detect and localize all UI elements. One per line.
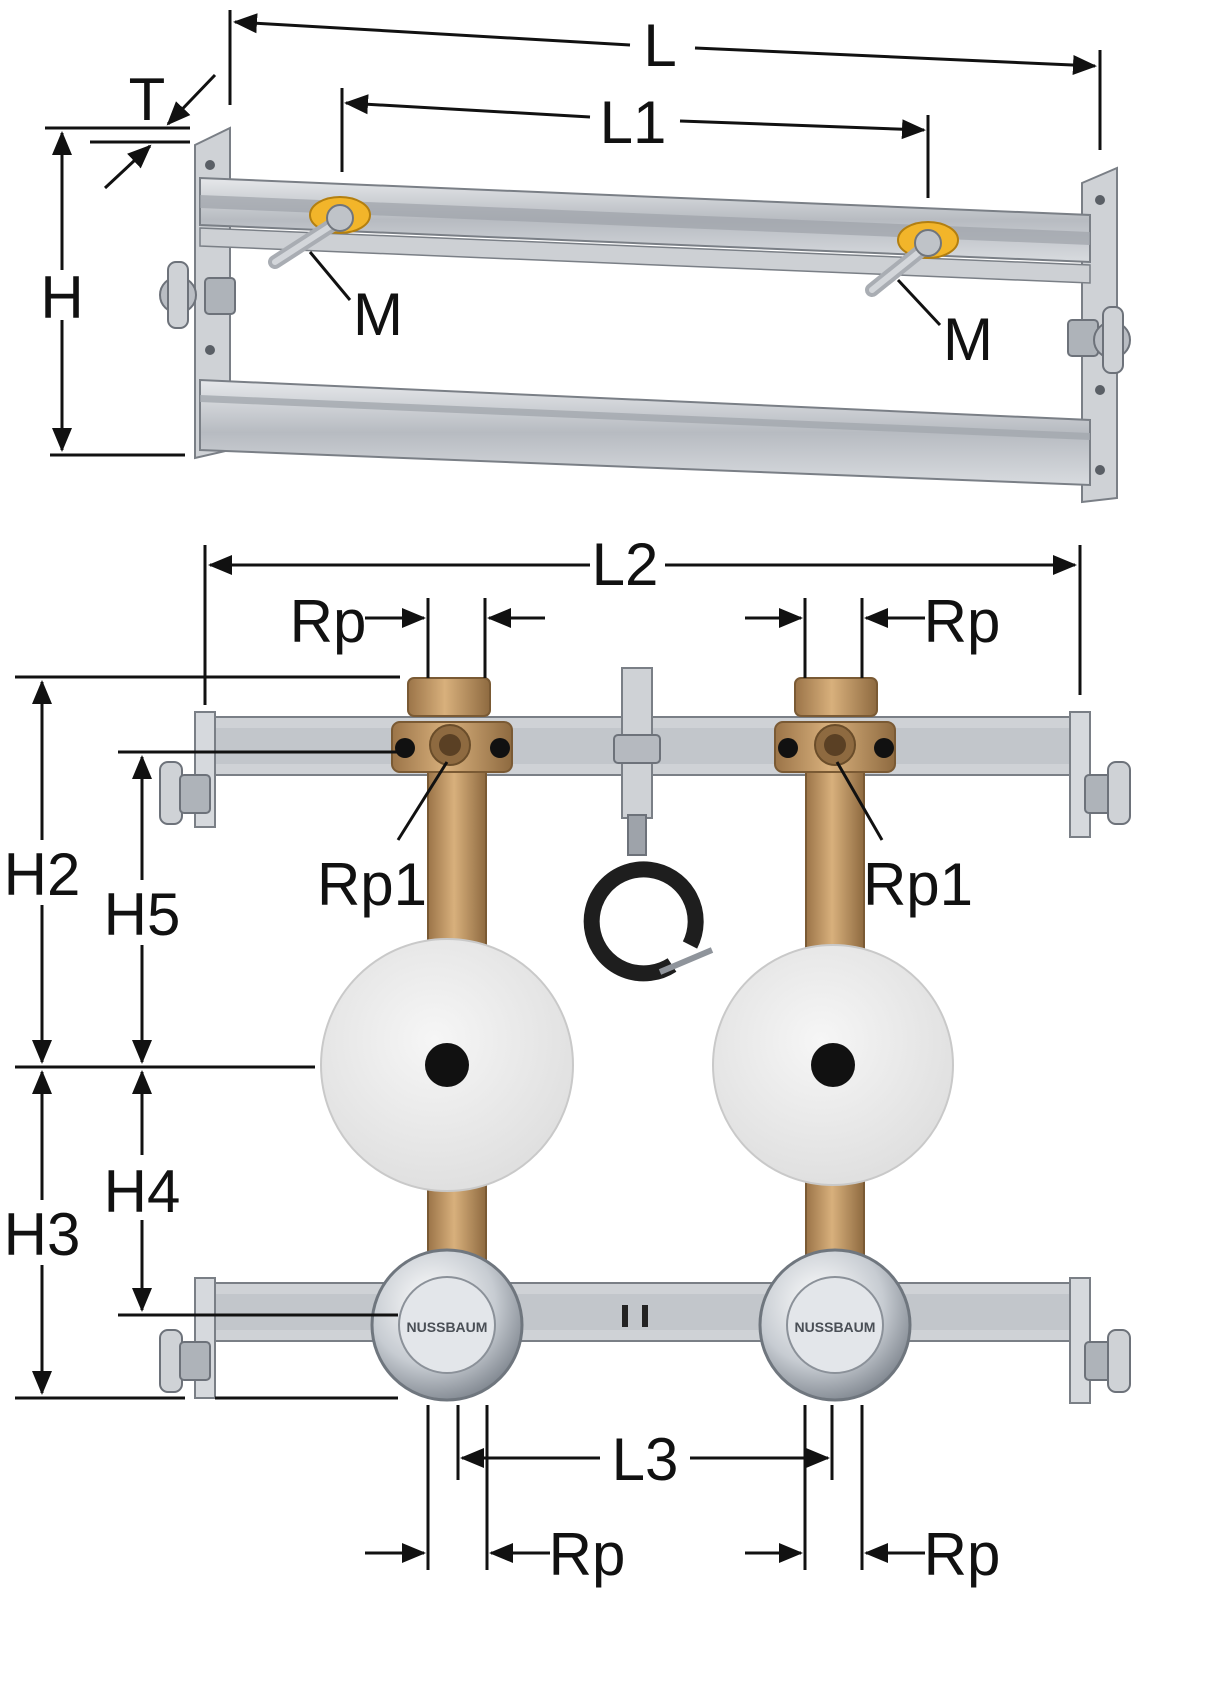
dim-H: H bbox=[40, 131, 185, 457]
label-T: T bbox=[129, 66, 166, 133]
dim-L: L bbox=[228, 10, 1102, 150]
dim-Rp-top-left: Rp bbox=[290, 588, 545, 678]
label-Rp-top-right: Rp bbox=[924, 588, 1001, 655]
lower-galvanized-rail bbox=[159, 1277, 1131, 1404]
callout-M-left: M bbox=[308, 251, 403, 348]
dim-H5: H5 bbox=[104, 755, 181, 1064]
right-wall-bracket bbox=[1067, 166, 1131, 504]
callout-Rp1-right: Rp1 bbox=[835, 761, 973, 918]
left-valve-cap: NUSSBAUM bbox=[370, 1248, 524, 1402]
label-H3: H3 bbox=[4, 1201, 81, 1268]
label-Rp-top-left: Rp bbox=[290, 588, 367, 655]
left-insulation-plate bbox=[320, 938, 574, 1192]
dim-T: T bbox=[45, 66, 217, 190]
upper-left-wing-nut-icon bbox=[159, 761, 211, 825]
label-H: H bbox=[40, 264, 83, 331]
callout-M-right: M bbox=[896, 278, 993, 373]
dim-L2: L2 bbox=[203, 531, 1082, 705]
label-H4: H4 bbox=[104, 1158, 181, 1225]
dim-H2: H2 bbox=[4, 680, 81, 1064]
label-Rp-bottom-left: Rp bbox=[549, 1521, 626, 1588]
dim-H4: H4 bbox=[104, 1070, 181, 1312]
label-Rp1-left: Rp1 bbox=[317, 851, 427, 918]
right-valve-brand: NUSSBAUM bbox=[795, 1319, 876, 1335]
dim-Rp-top-right: Rp bbox=[745, 588, 1000, 678]
upper-mounting-rail bbox=[199, 176, 1091, 284]
bottom-view: NUSSBAUM NUSSBAUM L2 Rp bbox=[4, 531, 1131, 1588]
label-Rp-bottom-right: Rp bbox=[924, 1521, 1001, 1588]
lower-right-wing-nut-icon bbox=[1084, 1329, 1131, 1393]
label-M-right: M bbox=[943, 306, 993, 373]
left-valve-brand: NUSSBAUM bbox=[407, 1319, 488, 1335]
callout-Rp1-left: Rp1 bbox=[317, 761, 449, 918]
dim-L3: L3 bbox=[456, 1405, 834, 1493]
label-L1: L1 bbox=[600, 89, 667, 156]
label-H5: H5 bbox=[104, 881, 181, 948]
left-wing-nut-icon bbox=[159, 261, 236, 329]
label-L: L bbox=[643, 12, 676, 79]
label-M-left: M bbox=[353, 281, 403, 348]
right-wing-nut-icon bbox=[1067, 306, 1131, 374]
left-threaded-stud bbox=[268, 196, 371, 269]
label-Rp1-right: Rp1 bbox=[863, 851, 973, 918]
upper-right-wing-nut-icon bbox=[1084, 761, 1131, 825]
dim-H3: H3 bbox=[4, 1070, 81, 1395]
label-L3: L3 bbox=[612, 1426, 679, 1493]
top-view: L L1 T H M M bbox=[40, 10, 1131, 504]
label-H2: H2 bbox=[4, 841, 81, 908]
pipe-clamp-icon bbox=[583, 861, 714, 982]
right-threaded-stud bbox=[865, 221, 959, 297]
dim-Rp-bottom-left: Rp bbox=[365, 1405, 625, 1588]
dim-Rp-bottom-right: Rp bbox=[745, 1405, 1000, 1588]
dim-L1: L1 bbox=[340, 88, 930, 198]
right-valve-cap: NUSSBAUM bbox=[758, 1248, 912, 1402]
right-insulation-plate bbox=[712, 944, 954, 1186]
lower-left-wing-nut-icon bbox=[159, 1329, 211, 1393]
lower-mounting-rail bbox=[199, 378, 1091, 487]
pipe-clamp-bracket bbox=[613, 667, 661, 856]
label-L2: L2 bbox=[592, 531, 659, 598]
left-riser-pipe bbox=[391, 677, 513, 1291]
